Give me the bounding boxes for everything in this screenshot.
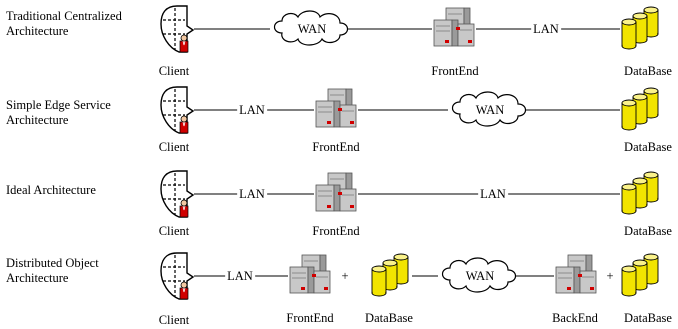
client-workstation-icon	[160, 252, 194, 300]
lan-link-label: LAN	[237, 187, 267, 201]
lan-link-label: LAN	[225, 269, 255, 283]
client-workstation-icon	[160, 86, 194, 134]
lan-link-label: LAN	[478, 187, 508, 201]
server-stack-icon	[315, 88, 357, 128]
server-stack-icon	[289, 254, 331, 294]
row-traditional-centralized: Traditional Centralized Architecture Cli…	[0, 0, 678, 82]
database-label: DataBase	[624, 140, 672, 154]
lan-link-label: LAN	[531, 22, 561, 36]
row-simple-edge-service: Simple Edge Service Architecture Client …	[0, 83, 678, 165]
server-stack-icon	[555, 254, 597, 294]
architecture-title: Traditional Centralized Architecture	[6, 9, 122, 38]
database-cylinders-icon	[621, 253, 659, 297]
client-workstation-icon	[160, 5, 194, 53]
database-label: DataBase	[624, 64, 672, 78]
frontend-label: FrontEnd	[312, 224, 360, 238]
backend-label: BackEnd	[552, 311, 598, 325]
database-cylinders-icon	[371, 253, 409, 297]
client-label: Client	[158, 313, 190, 327]
database-label: DataBase	[624, 311, 672, 325]
lan-link-label: LAN	[237, 103, 267, 117]
database-cylinders-icon	[621, 87, 659, 131]
frontend-label: FrontEnd	[431, 64, 479, 78]
wan-link-label: WAN	[465, 269, 495, 283]
database-label: DataBase	[624, 224, 672, 238]
client-label: Client	[158, 64, 190, 78]
wan-link-label: WAN	[297, 22, 327, 36]
frontend-label: FrontEnd	[312, 140, 360, 154]
database-label: DataBase	[365, 311, 413, 325]
row-ideal: Ideal Architecture Client LAN FrontEnd L…	[0, 165, 678, 247]
wan-link-label: WAN	[475, 103, 505, 117]
client-label: Client	[158, 224, 190, 238]
client-label: Client	[158, 140, 190, 154]
plus-sign: +	[341, 269, 349, 283]
plus-sign: +	[606, 269, 614, 283]
client-workstation-icon	[160, 170, 194, 218]
database-cylinders-icon	[621, 171, 659, 215]
architecture-title: Simple Edge Service Architecture	[6, 98, 111, 127]
server-stack-icon	[433, 7, 475, 47]
row-distributed-object: Distributed Object Architecture Client L…	[0, 247, 678, 329]
architecture-title: Ideal Architecture	[6, 183, 96, 197]
database-cylinders-icon	[621, 6, 659, 50]
server-stack-icon	[315, 172, 357, 212]
frontend-label: FrontEnd	[286, 311, 334, 325]
architecture-title: Distributed Object Architecture	[6, 256, 99, 285]
